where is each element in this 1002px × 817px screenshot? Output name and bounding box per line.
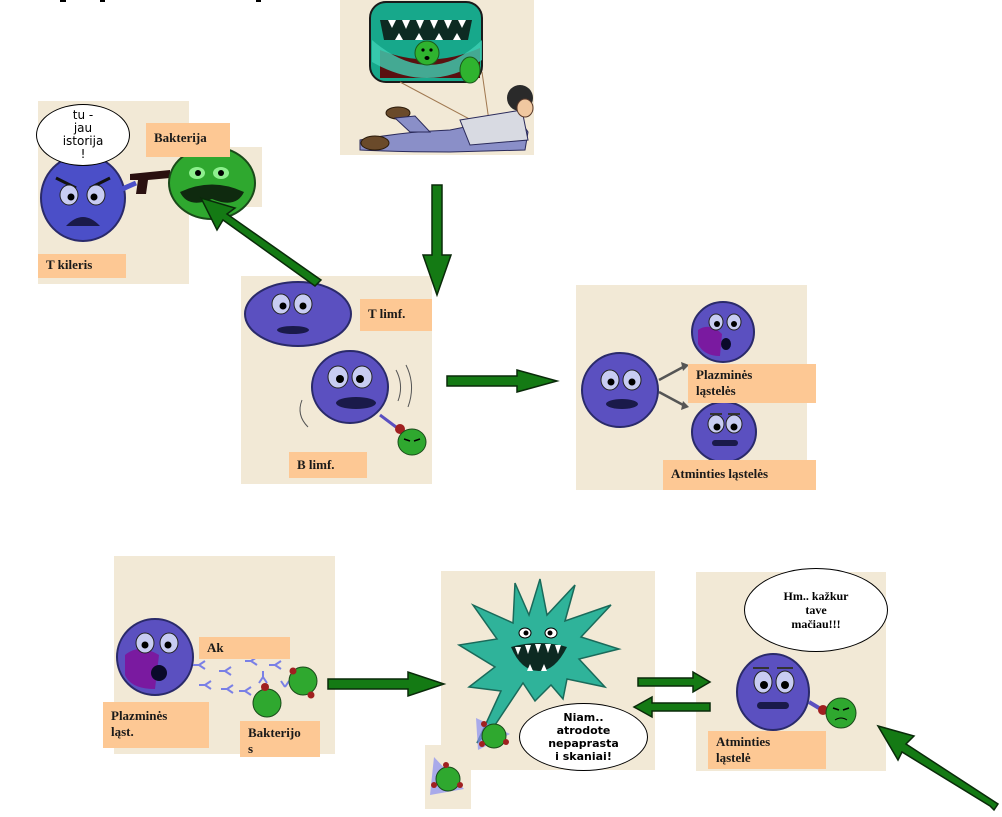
gun-icon	[130, 170, 170, 194]
speech-bubble-t-killer: tu - jau istorija !	[36, 104, 130, 166]
bacterium-with-antibodies-icon	[476, 718, 510, 750]
label-bacteria-plural: Bakterijo s	[240, 721, 320, 757]
arrow-reinfection-to-memory	[876, 724, 1000, 812]
cropped-heading-text	[100, 0, 105, 2]
memory-cell-icon	[691, 401, 757, 463]
differentiation-arrows-icon	[658, 362, 689, 410]
label-memory-cell: Atminties ląstelė	[708, 731, 826, 769]
arrow-down-infection-to-lymphocytes	[421, 184, 453, 298]
label-plasma-cells: Plazminės ląstelės	[688, 364, 816, 403]
angry-t-killer-cell-icon	[40, 154, 138, 242]
speech-bubble-memory: Hm.. kažkur tave mačiau!!!	[744, 568, 888, 652]
plasma-cell-icon	[691, 301, 755, 363]
scared-bacterium-icon	[168, 146, 256, 220]
t-lymphocyte-icon	[244, 281, 352, 347]
plasma-cell-antibody-icon	[116, 618, 318, 718]
activated-b-cell-icon	[581, 352, 659, 428]
arrow-lymphocytes-to-differentiation	[446, 369, 560, 393]
label-memory-cells: Atminties ląstelės	[663, 460, 816, 490]
b-lymphocyte-icon	[299, 350, 427, 456]
bacterium-with-antibodies-icon	[430, 757, 464, 795]
person-with-bacteria-icon	[359, 1, 534, 153]
cropped-heading-text	[256, 0, 261, 2]
label-antibodies: Ak	[199, 637, 290, 659]
arrow-antibodies-to-macrophage	[327, 670, 447, 698]
cropped-heading-text	[60, 0, 66, 2]
memory-cell-with-bacterium-icon	[736, 653, 857, 731]
arrow-lymphocytes-to-t-killer	[199, 196, 323, 287]
panel-infection	[340, 0, 534, 155]
speech-bubble-macrophage: Niam.. atrodote nepaprasta i skaniai!	[519, 703, 648, 771]
arrow-macrophage-to-memory	[637, 670, 712, 694]
label-b-lymphocyte: B limf.	[289, 452, 367, 478]
label-bacteria: Bakterija	[146, 123, 230, 157]
label-t-lymphocyte: T limf.	[360, 299, 432, 331]
label-plasma-cell-short: Plazminės ląst.	[103, 702, 209, 748]
spiky-macrophage-icon	[456, 578, 622, 744]
label-t-killer: T kileris	[38, 254, 126, 278]
antibody-icon	[193, 656, 290, 696]
arrow-memory-to-macrophage	[632, 695, 711, 719]
